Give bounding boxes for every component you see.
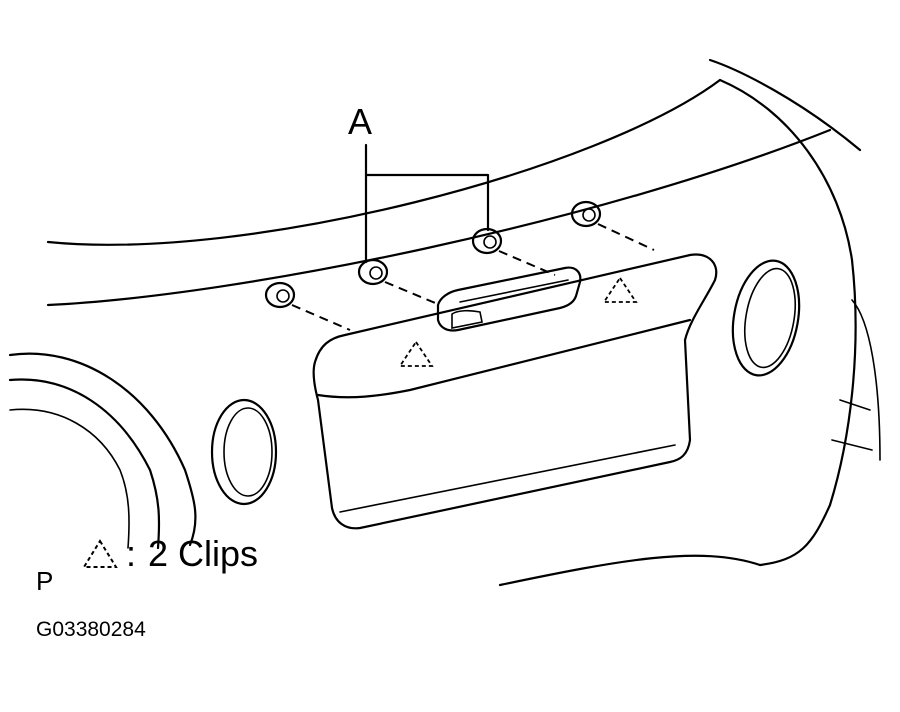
left-arch-inner-2	[9, 408, 130, 549]
page-letter: P	[36, 566, 54, 596]
clip-triangle-right	[602, 276, 638, 303]
left-arch-inner	[8, 378, 161, 550]
right-reflector	[731, 259, 801, 377]
license-garnish-lower-ridge	[339, 444, 676, 513]
figure-code: G03380284	[36, 618, 146, 641]
clip-legend: : 2 Clips	[80, 536, 258, 572]
nut-left	[264, 281, 351, 331]
left-arch-outer	[8, 352, 197, 547]
callout-label-a: A	[348, 101, 373, 142]
legend-text: 2 Clips	[148, 533, 259, 574]
dashed-triangle-icon	[80, 537, 120, 571]
license-garnish-outline	[312, 253, 718, 530]
bumper-right-inner	[839, 399, 871, 411]
left-reflector-inner	[223, 407, 273, 497]
license-garnish-ridge	[316, 318, 692, 399]
nut-center-right	[471, 227, 556, 276]
bumper-top-contour	[718, 78, 857, 567]
nut-center-left	[357, 258, 441, 306]
clip-triangle-left	[398, 340, 434, 367]
bumper-lower-line	[498, 554, 762, 587]
bumper-right-inner-2	[831, 439, 873, 451]
callout-a-leader	[364, 143, 490, 264]
trunk-lid-line	[46, 128, 832, 307]
right-reflector-inner	[744, 267, 796, 369]
handle-recess	[459, 279, 569, 303]
body-side-contour	[708, 58, 862, 152]
legend-separator: :	[126, 533, 137, 574]
left-reflector	[210, 398, 278, 506]
nut-right	[570, 200, 655, 251]
handle-housing	[436, 266, 582, 332]
bumper-right-edge	[851, 299, 881, 461]
roof-edge-line	[46, 78, 722, 246]
handle-switch	[451, 309, 483, 329]
